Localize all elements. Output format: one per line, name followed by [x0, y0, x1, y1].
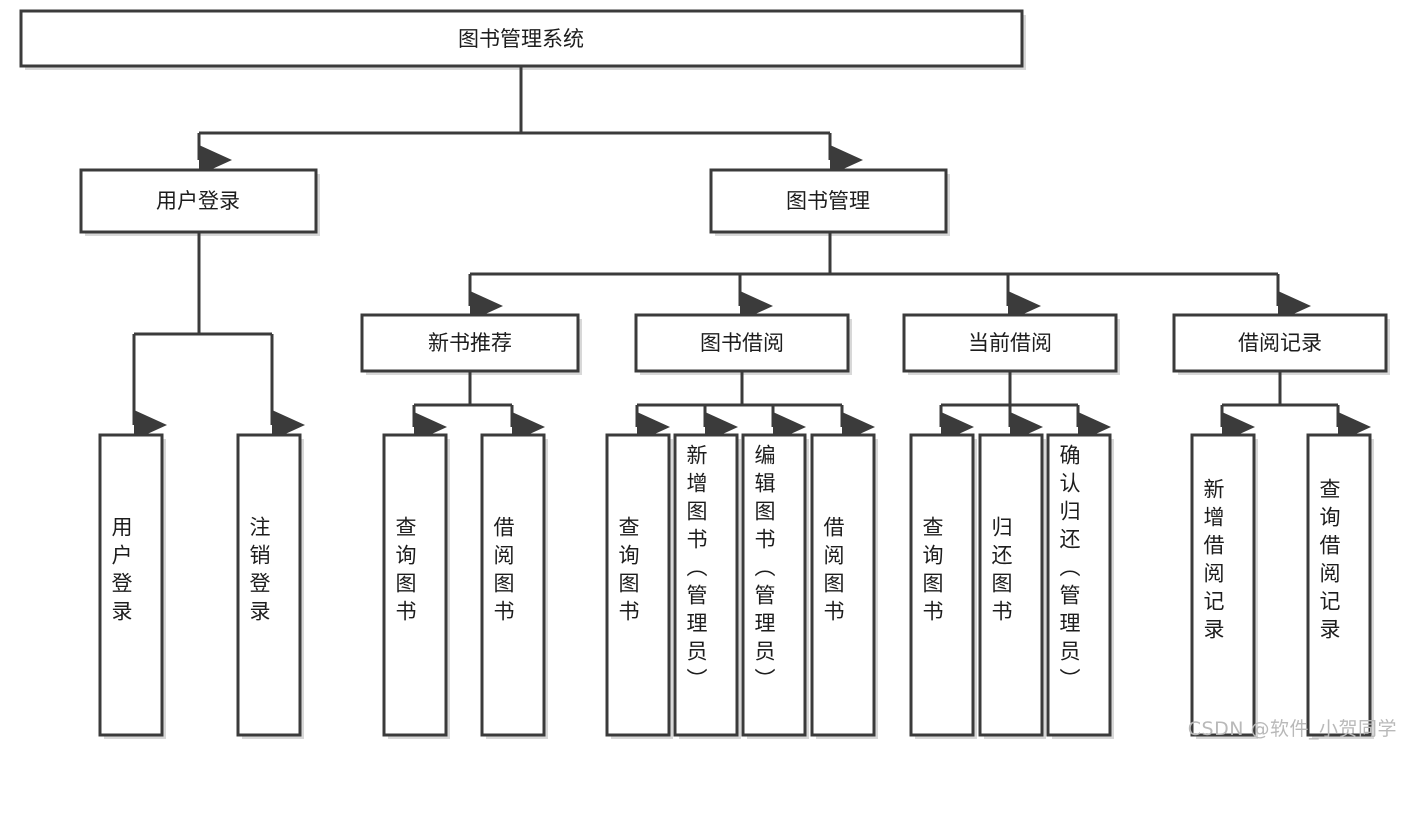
leaf-book-borrow-2[interactable]: [741, 433, 809, 739]
node-borrow-record[interactable]: 借阅记录: [1172, 313, 1390, 375]
leaf-current-borrow-2-box[interactable]: [1046, 433, 1112, 737]
functional-structure-diagram: 图书管理系统 用户登录 图书管理: [19, 9, 1397, 740]
node-new-book-recommend-box[interactable]: [360, 313, 580, 373]
leaf-user-login-0-box[interactable]: [98, 433, 164, 737]
node-book-manage[interactable]: 图书管理: [709, 168, 950, 236]
node-book-borrow[interactable]: 图书借阅: [634, 313, 852, 375]
leaf-user-login-0[interactable]: [98, 433, 166, 739]
node-user-login-label: 用户登录: [156, 189, 240, 213]
node-root-label: 图书管理系统: [458, 27, 584, 51]
node-user-login[interactable]: 用户登录: [79, 168, 320, 236]
node-current-borrow-box[interactable]: [902, 313, 1118, 373]
leaf-book-borrow-3[interactable]: [810, 433, 878, 739]
tree-diagram-canvas: 图书管理系统 用户登录 图书管理: [19, 9, 1390, 739]
node-root-box[interactable]: [19, 9, 1024, 68]
node-root[interactable]: 图书管理系统: [19, 9, 1026, 70]
leaf-book-borrow-1-box[interactable]: [673, 433, 739, 737]
leaf-current-borrow-1-box[interactable]: [978, 433, 1044, 737]
leaf-book-borrow-0[interactable]: [605, 433, 673, 739]
leaf-current-borrow-0-box[interactable]: [909, 433, 975, 737]
leaf-current-borrow-1[interactable]: [978, 433, 1046, 739]
node-book-manage-label: 图书管理: [786, 189, 870, 213]
leaf-borrow-record-1[interactable]: [1306, 433, 1374, 739]
csdn-watermark: CSDN @软件_小贺同学: [1187, 718, 1397, 740]
leaf-user-login-1[interactable]: [236, 433, 304, 739]
node-current-borrow-label: 当前借阅: [968, 331, 1052, 355]
leaf-user-login-1-box[interactable]: [236, 433, 302, 737]
leaf-new-book-1-box[interactable]: [480, 433, 546, 737]
node-book-manage-box[interactable]: [709, 168, 948, 234]
leaf-current-borrow-2[interactable]: [1046, 433, 1114, 739]
node-new-book-recommend-label: 新书推荐: [428, 331, 512, 355]
leaf-book-borrow-3-box[interactable]: [810, 433, 876, 737]
leaf-borrow-record-0-box[interactable]: [1190, 433, 1256, 737]
node-user-login-box[interactable]: [79, 168, 318, 234]
leaf-new-book-0-box[interactable]: [382, 433, 448, 737]
leaf-current-borrow-0[interactable]: [909, 433, 977, 739]
leaf-book-borrow-0-box[interactable]: [605, 433, 671, 737]
node-current-borrow[interactable]: 当前借阅: [902, 313, 1120, 375]
node-book-borrow-label: 图书借阅: [700, 331, 784, 355]
leaf-new-book-1[interactable]: [480, 433, 548, 739]
node-borrow-record-label: 借阅记录: [1238, 331, 1322, 355]
leaf-borrow-record-0[interactable]: [1190, 433, 1258, 739]
node-borrow-record-box[interactable]: [1172, 313, 1388, 373]
leaf-borrow-record-1-box[interactable]: [1306, 433, 1372, 737]
node-new-book-recommend[interactable]: 新书推荐: [360, 313, 582, 375]
leaf-book-borrow-2-box[interactable]: [741, 433, 807, 737]
leaf-new-book-0[interactable]: [382, 433, 450, 739]
leaf-book-borrow-1[interactable]: [673, 433, 741, 739]
